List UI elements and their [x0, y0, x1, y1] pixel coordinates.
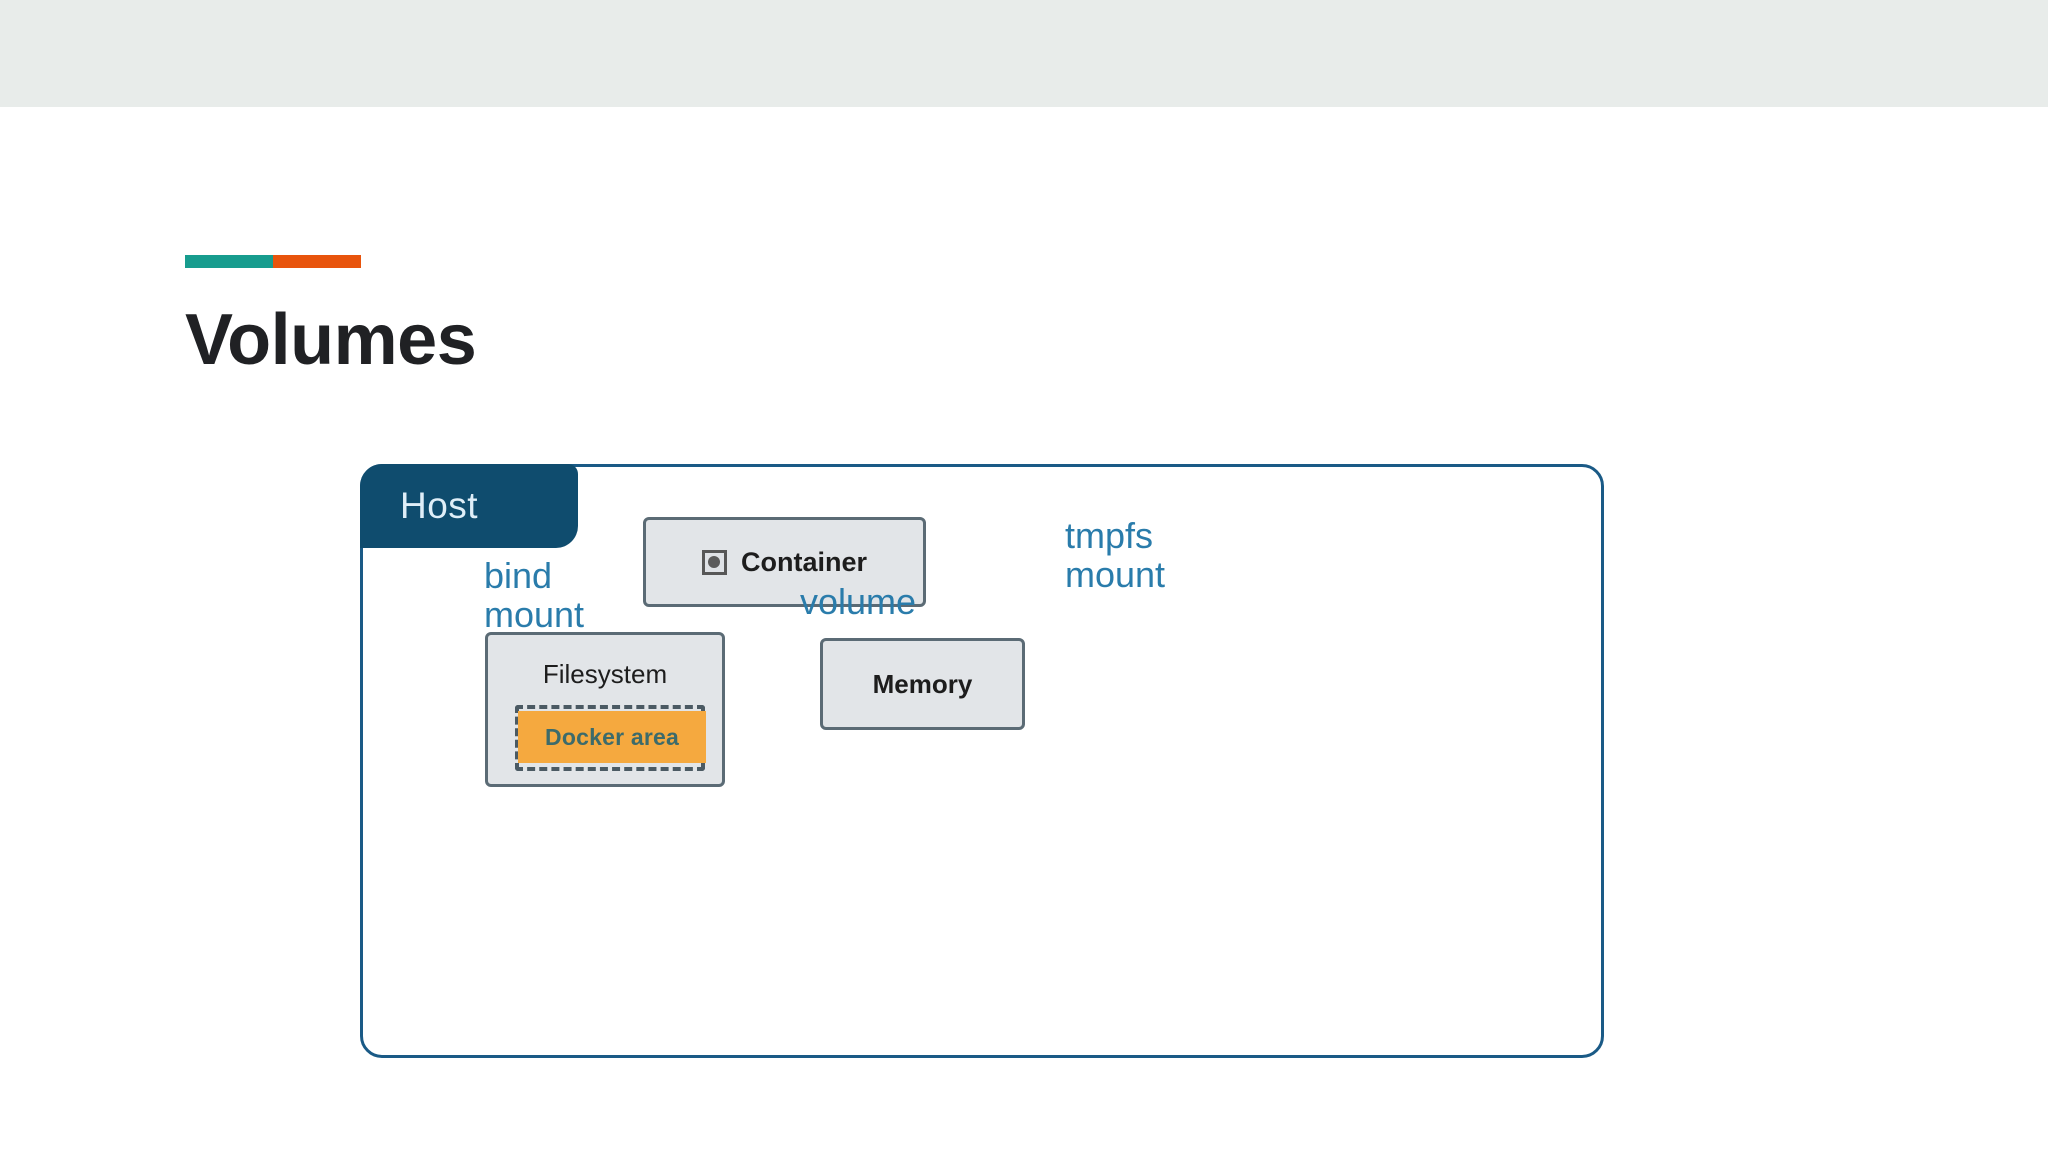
accent-bar-orange-segment: [273, 255, 361, 268]
docker-storage-diagram: Host Container Filesystem Docker area Me…: [360, 452, 1650, 1092]
node-filesystem-label: Filesystem: [542, 659, 668, 689]
host-label: Host: [400, 485, 479, 526]
node-memory[interactable]: Memory: [820, 638, 1025, 730]
node-container[interactable]: Container: [643, 517, 926, 607]
edge-label-bind-mount: bind mount: [484, 555, 585, 635]
accent-bar-teal-segment: [185, 255, 273, 268]
page-title: Volumes: [185, 300, 477, 380]
docker-area-label: Docker area: [545, 723, 679, 750]
accent-bar: [185, 255, 361, 268]
host-label-tab: Host: [360, 464, 578, 548]
node-container-label: Container: [740, 546, 867, 577]
container-icon: [701, 549, 727, 575]
title-block: Volumes: [185, 255, 1085, 376]
top-decorative-band: [0, 0, 2048, 107]
edge-label-volume: volume: [800, 581, 917, 622]
edge-label-tmpfs-mount: tmpfs mount: [1065, 515, 1166, 595]
node-memory-label: Memory: [872, 668, 973, 699]
node-filesystem[interactable]: Filesystem Docker area: [485, 632, 725, 787]
docker-area-chip[interactable]: Docker area: [518, 711, 706, 763]
